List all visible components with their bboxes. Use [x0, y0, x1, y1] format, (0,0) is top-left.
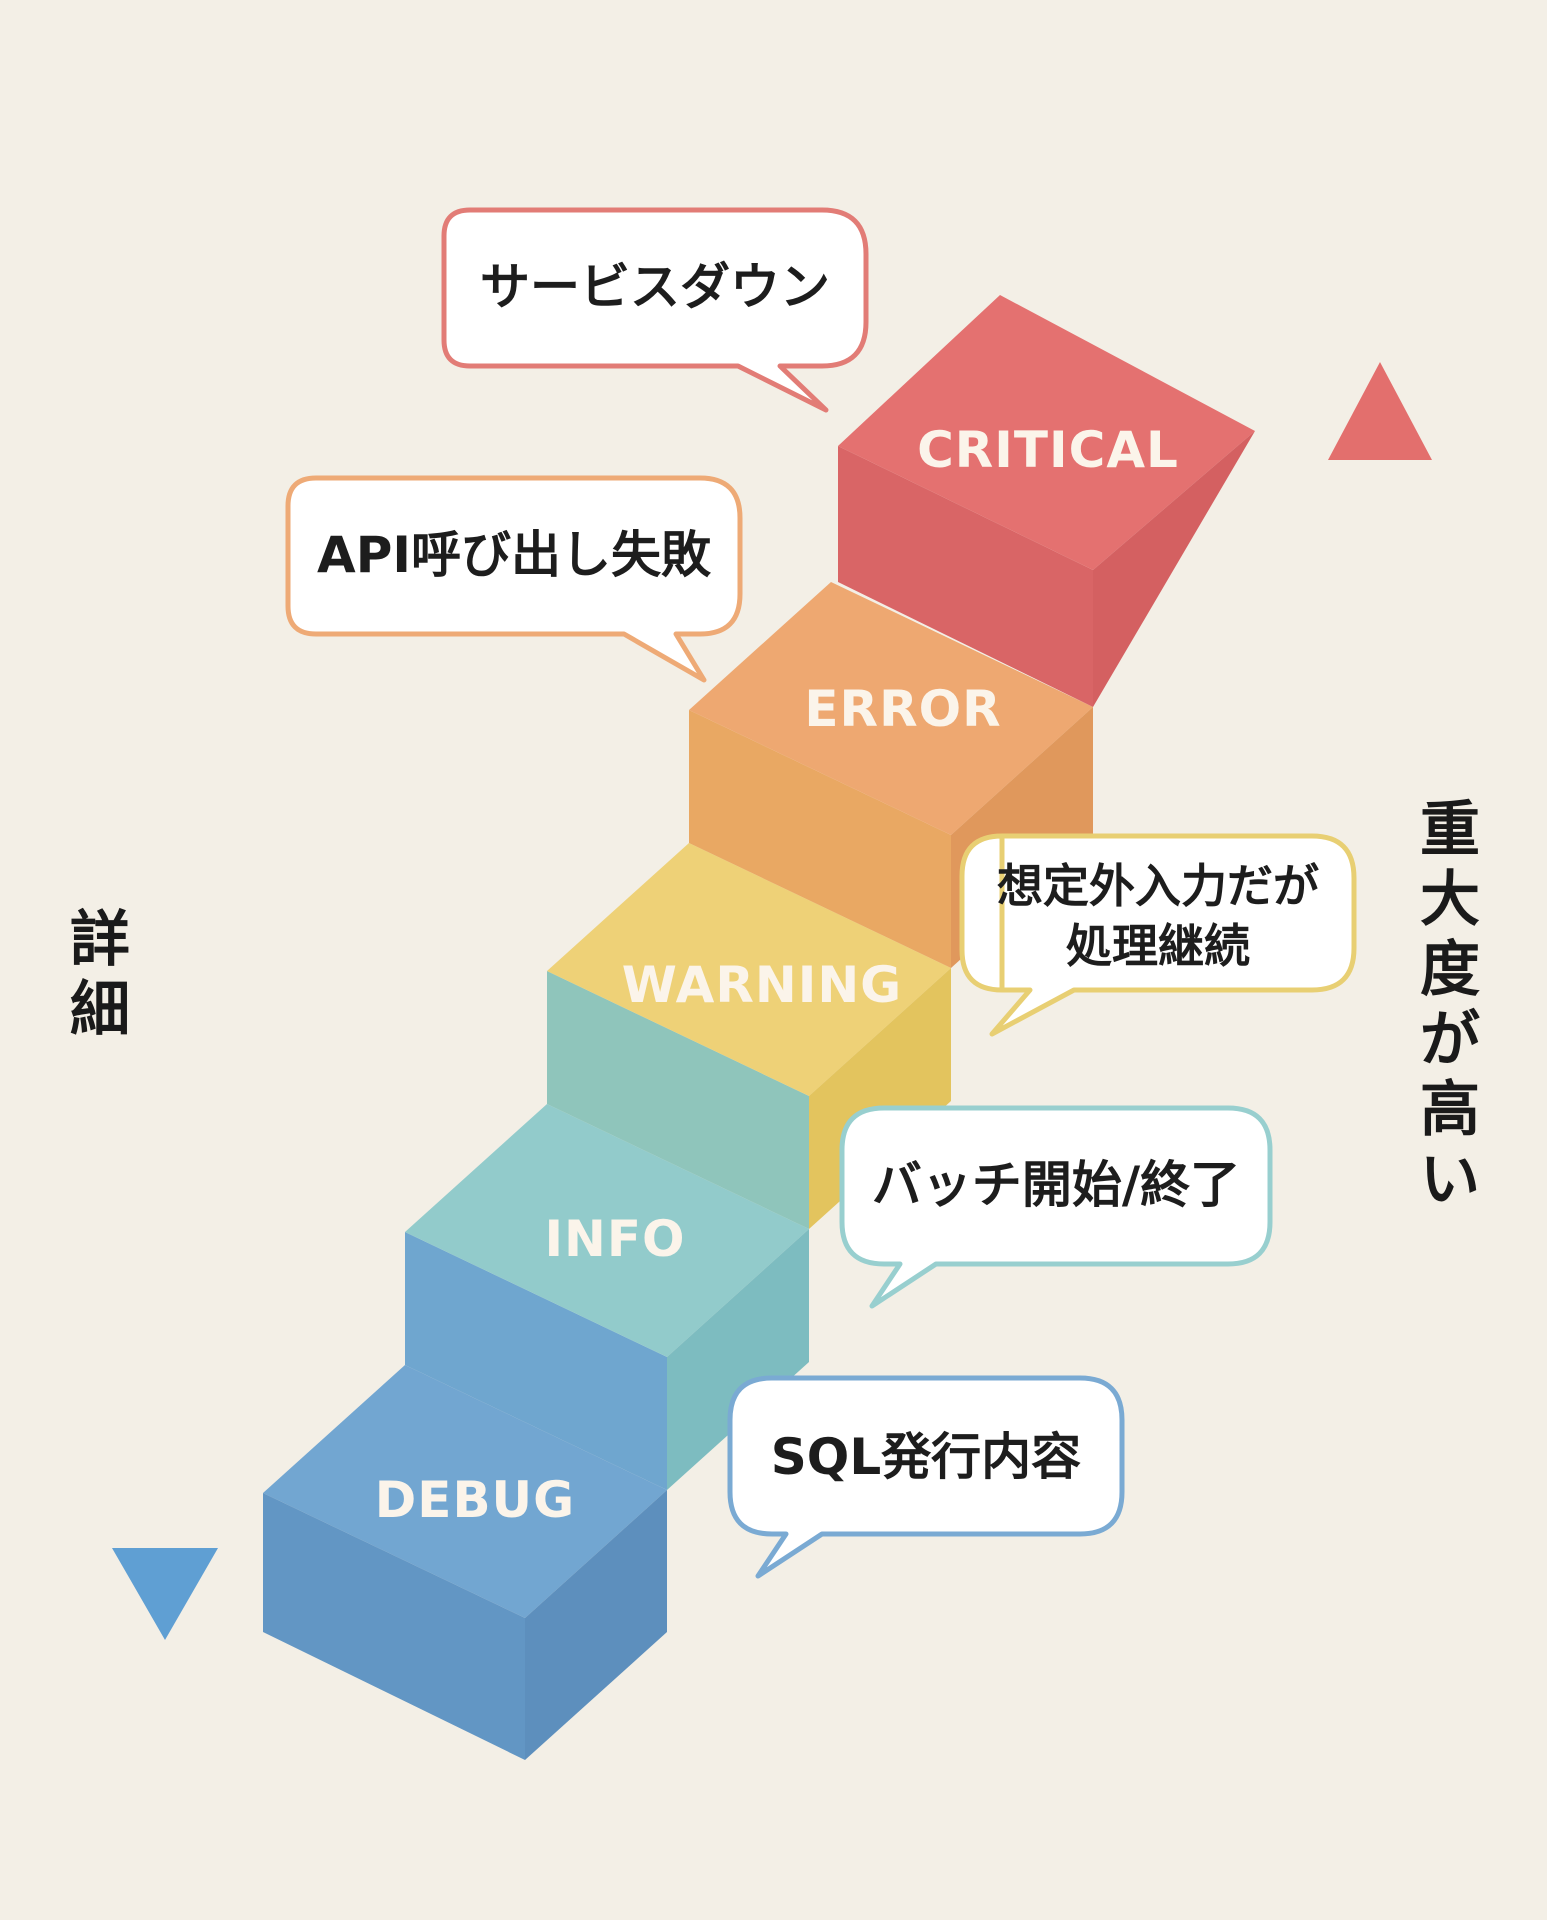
step-debug-side [525, 1490, 667, 1760]
severity-axis-label-char-1: 重 [1420, 795, 1480, 865]
step-warning: WARNING [547, 843, 951, 1229]
step-warning-riser [547, 971, 809, 1229]
step-info-riser [405, 1232, 667, 1490]
note-bubble-warning-text-line2: 処理継続 [1066, 919, 1250, 973]
severity-axis-arrowhead [1328, 362, 1432, 460]
step-info: INFO [405, 1104, 809, 1490]
step-critical-riser [838, 446, 1093, 707]
step-info-label: INFO [544, 1210, 685, 1268]
step-debug-tread [263, 1365, 667, 1618]
severity-axis-label-char-6: い [1420, 1145, 1480, 1215]
note-bubble-error-text: API呼び出し失敗 [317, 526, 712, 584]
step-error-riser [689, 710, 951, 968]
step-info-side [667, 1229, 809, 1490]
detail-axis-arrowhead [112, 1548, 218, 1640]
note-bubble-debug: SQL発行内容 [727, 1375, 1125, 1579]
severity-axis: 重 大 度 が 高 い [1328, 362, 1480, 1639]
detail-axis: 詳 細 [70, 365, 218, 1640]
step-critical-label: CRITICAL [917, 421, 1179, 479]
note-bubble-error-shape [285, 475, 743, 683]
step-debug: DEBUG [263, 1365, 667, 1760]
note-bubble-info: バッチ開始/終了 [839, 1105, 1273, 1309]
note-bubble-warning-text-line1: 想定外入力だが [997, 859, 1319, 913]
note-bubble-critical-shape [441, 207, 869, 413]
step-critical-side [1093, 431, 1255, 707]
step-warning-tread [547, 843, 951, 1096]
detail-axis-label-char-2: 細 [70, 975, 130, 1045]
note-bubble-critical: サービスダウン [441, 207, 869, 413]
severity-axis-label-char-2: 大 [1420, 865, 1480, 935]
step-debug-label: DEBUG [375, 1471, 575, 1529]
note-bubble-error: API呼び出し失敗 [285, 475, 743, 683]
note-bubble-warning: 想定外入力だが 処理継続 [959, 833, 1357, 1037]
note-bubble-warning-shape [959, 833, 1357, 1037]
step-error-tread [689, 582, 1093, 835]
note-bubble-debug-text: SQL発行内容 [771, 1428, 1081, 1486]
severity-axis-label-char-3: 度 [1420, 935, 1480, 1005]
detail-axis-label-char-1: 詳 [70, 905, 130, 975]
step-info-tread [405, 1104, 809, 1357]
step-error-label: ERROR [804, 680, 1001, 738]
step-warning-label: WARNING [622, 956, 902, 1014]
note-bubble-debug-shape [727, 1375, 1125, 1579]
note-bubble-critical-text: サービスダウン [480, 258, 830, 316]
step-critical: CRITICAL [838, 295, 1255, 707]
note-bubble-info-shape [839, 1105, 1273, 1309]
note-bubble-info-text: バッチ開始/終了 [872, 1156, 1240, 1214]
step-debug-riser [263, 1493, 525, 1760]
severity-axis-label-char-5: 高 [1420, 1075, 1480, 1145]
severity-axis-label-char-4: が [1420, 1005, 1480, 1075]
step-critical-tread [838, 295, 1255, 570]
